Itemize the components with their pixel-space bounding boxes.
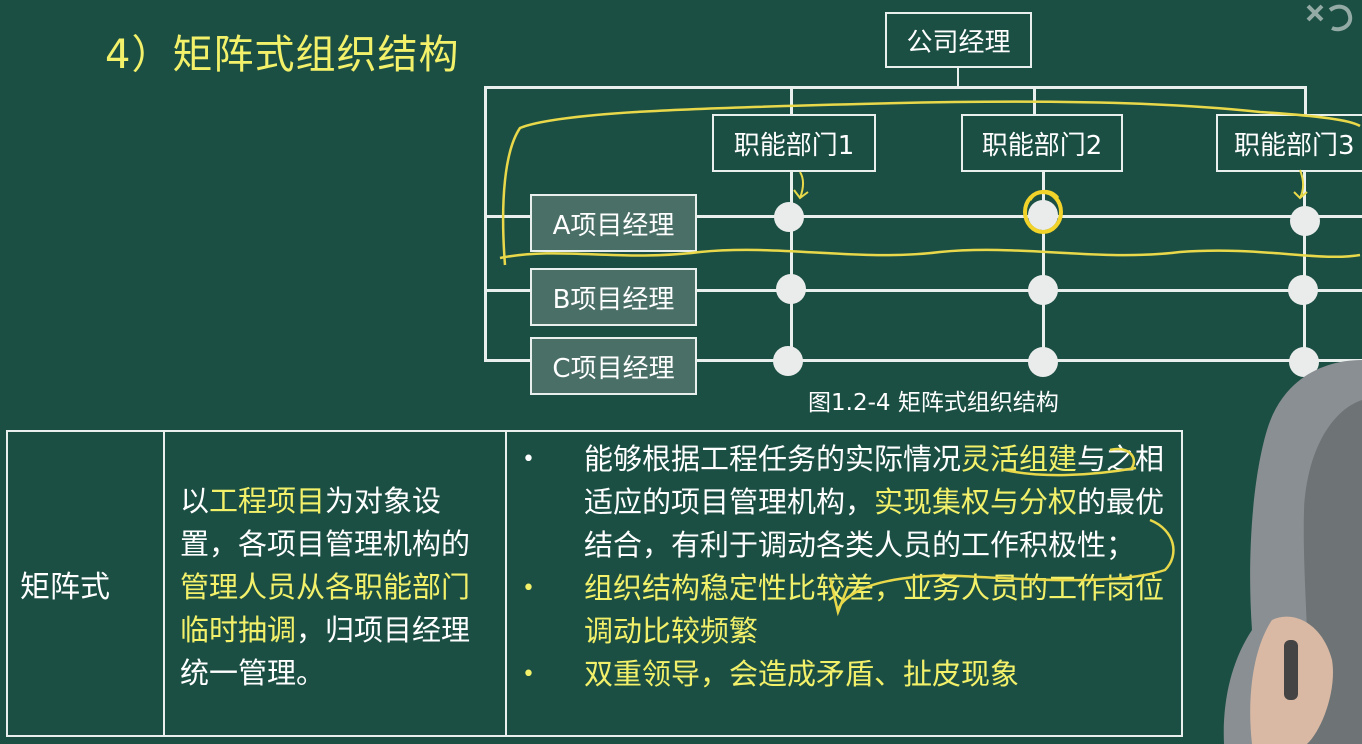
text-segment: ，归项目经理统一管理。 (180, 613, 471, 690)
connector (957, 68, 959, 88)
feature-item: • 双重领导，会造成矛盾、扯皮现象 (516, 653, 1176, 696)
pm-box-b: B项目经理 (530, 268, 697, 326)
pm-box-a: A项目经理 (530, 194, 697, 252)
dept-box-3: 职能部门3 (1216, 114, 1362, 172)
dept-vertical-line (1042, 172, 1045, 362)
presenter-image (1223, 360, 1362, 744)
bullet: • (522, 447, 535, 472)
column-divider (163, 432, 165, 735)
figure-caption: 图1.2-4 矩阵式组织结构 (808, 390, 1059, 416)
matrix-node (1290, 206, 1320, 236)
features-cell: • 能够根据工程任务的实际情况灵活组建与之相适应的项目管理机构，实现集权与分权的… (516, 438, 1176, 696)
slide-title: 4）矩阵式组织结构 (105, 32, 460, 78)
column-divider (505, 432, 507, 735)
watermark-icon (1306, 4, 1353, 32)
dept-vertical-line (790, 172, 793, 362)
feature-item: • 能够根据工程任务的实际情况灵活组建与之相适应的项目管理机构，实现集权与分权的… (516, 438, 1176, 567)
dept-box-1: 职能部门1 (712, 114, 876, 172)
dept-vertical-line (1303, 172, 1306, 362)
feature-item: • 组织结构稳定性比较差，业务人员的工作岗位调动比较频繁 (516, 567, 1176, 653)
matrix-node (1028, 275, 1058, 305)
matrix-node (774, 202, 804, 232)
matrix-node (1288, 275, 1318, 305)
matrix-node (1028, 347, 1058, 377)
company-manager-box: 公司经理 (885, 12, 1032, 68)
connector (1304, 86, 1307, 114)
connector (790, 86, 793, 114)
pm-box-c: C项目经理 (530, 337, 697, 395)
highlight-text: 管理人员从各职能部门临时抽调 (180, 570, 471, 647)
structure-type-cell: 矩阵式 (20, 569, 110, 605)
dept-box-2: 职能部门2 (961, 114, 1123, 172)
highlight-text: 工程项目 (209, 484, 326, 518)
matrix-node (776, 274, 806, 304)
left-bus-line (484, 86, 487, 362)
text-segment: 为对象设置，各项目管理机构的 (180, 484, 471, 561)
description-cell: 以工程项目为对象设置，各项目管理机构的管理人员从各职能部门临时抽调，归项目经理统… (180, 480, 490, 695)
connector (1033, 86, 1036, 114)
bullet: • (522, 576, 535, 601)
text-segment: 以 (180, 484, 210, 518)
matrix-node (1028, 200, 1058, 230)
highlight-text: 组织结构稳定性比较差，业务人员的工作岗位调动比较频繁 (584, 571, 1165, 648)
top-bus-line (484, 86, 1306, 89)
pm-horizontal-line (484, 289, 1362, 292)
matrix-node (773, 346, 803, 376)
highlight-text: 灵活组建 (961, 442, 1078, 476)
comparison-table: 矩阵式 以工程项目为对象设置，各项目管理机构的管理人员从各职能部门临时抽调，归项… (6, 430, 1183, 737)
bullet: • (522, 662, 535, 687)
highlight-text: 双重领导，会造成矛盾、扯皮现象 (584, 657, 1020, 691)
pm-horizontal-line (484, 359, 1362, 362)
highlight-text: 实现集权与分权 (874, 485, 1078, 519)
text-segment: 能够根据工程任务的实际情况 (584, 442, 962, 476)
